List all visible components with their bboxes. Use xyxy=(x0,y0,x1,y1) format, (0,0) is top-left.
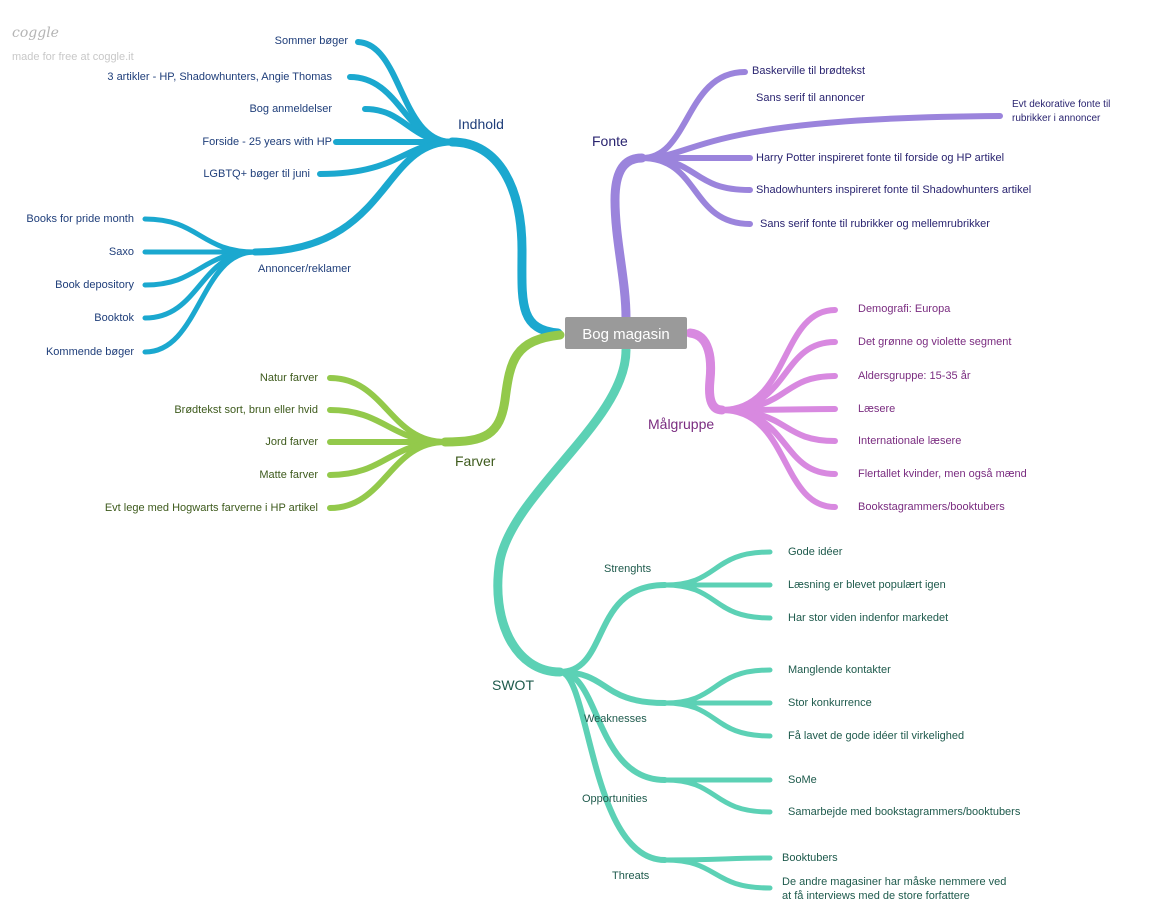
swot-connectors xyxy=(493,345,773,891)
swot-strengths-label: Strenghts xyxy=(604,563,652,575)
annoncer-item-5: Kommende bøger xyxy=(46,346,134,358)
branch-farver: Farver xyxy=(455,453,496,469)
swot-opportunities-label: Opportunities xyxy=(582,793,648,805)
malgruppe-item-1: Demografi: Europa xyxy=(858,303,951,315)
malgruppe-item-5: Internationale læsere xyxy=(858,435,961,447)
fonte-item-3: Harry Potter inspireret fonte til forsid… xyxy=(756,152,1004,164)
swot-threats-label: Threats xyxy=(612,870,650,882)
indhold-item-4: Forside - 25 years with HP xyxy=(202,136,332,148)
malgruppe-item-7: Bookstagrammers/booktubers xyxy=(858,501,1005,513)
indhold-item-2: 3 artikler - HP, Shadowhunters, Angie Th… xyxy=(107,71,332,83)
farver-item-4: Matte farver xyxy=(259,469,318,481)
coggle-logo: coggle xyxy=(12,25,59,41)
fonte-item-2: Sans serif til annoncer xyxy=(756,92,865,104)
fonte-connectors xyxy=(610,69,1003,323)
branch-swot: SWOT xyxy=(492,677,534,693)
annoncer-item-3: Book depository xyxy=(55,279,134,291)
indhold-connectors xyxy=(142,39,563,355)
strengths-item-1: Gode idéer xyxy=(788,546,843,558)
opportunities-item-2: Samarbejde med bookstagrammers/booktuber… xyxy=(788,806,1021,818)
strengths-item-2: Læsning er blevet populært igen xyxy=(788,579,946,591)
annoncer-item-2: Saxo xyxy=(109,246,134,258)
indhold-item-1: Sommer bøger xyxy=(275,35,349,47)
malgruppe-item-3: Aldersgruppe: 15-35 år xyxy=(858,370,971,382)
indhold-item-3: Bog anmeldelser xyxy=(249,103,332,115)
branch-indhold: Indhold xyxy=(458,116,504,132)
strengths-item-3: Har stor viden indenfor markedet xyxy=(788,612,948,624)
threats-item-1: Booktubers xyxy=(782,852,838,864)
threats-item-2-line-2: at få interviews med de store forfattere xyxy=(782,890,970,902)
fonte-item-1: Baskerville til brødtekst xyxy=(752,65,865,77)
center-label: Bog magasin xyxy=(582,326,670,343)
weaknesses-item-1: Manglende kontakter xyxy=(788,664,891,676)
weaknesses-item-2: Stor konkurrence xyxy=(788,697,872,709)
opportunities-item-1: SoMe xyxy=(788,774,817,786)
fonte-extra-line-1: Evt dekorative fonte til xyxy=(1012,99,1110,110)
fonte-item-5: Sans serif fonte til rubrikker og mellem… xyxy=(760,218,990,230)
branch-fonte: Fonte xyxy=(592,133,628,149)
malgruppe-item-4: Læsere xyxy=(858,403,895,415)
farver-item-3: Jord farver xyxy=(265,436,318,448)
farver-connectors xyxy=(327,330,565,511)
weaknesses-item-3: Få lavet de gode idéer til virkelighed xyxy=(788,730,964,742)
malgruppe-connectors xyxy=(685,307,838,510)
farver-item-2: Brødtekst sort, brun eller hvid xyxy=(174,404,318,416)
indhold-item-5: LGBTQ+ bøger til juni xyxy=(203,168,310,180)
center-node[interactable]: Bog magasin xyxy=(565,317,687,349)
branch-malgruppe: Målgruppe xyxy=(648,416,714,432)
farver-item-5: Evt lege med Hogwarts farverne i HP arti… xyxy=(105,502,318,514)
branch-annoncer: Annoncer/reklamer xyxy=(258,263,351,275)
farver-item-1: Natur farver xyxy=(260,372,318,384)
watermark-tagline: made for free at coggle.it xyxy=(12,51,134,63)
annoncer-item-1: Books for pride month xyxy=(26,213,134,225)
malgruppe-item-2: Det grønne og violette segment xyxy=(858,336,1011,348)
annoncer-item-4: Booktok xyxy=(94,312,134,324)
malgruppe-item-6: Flertallet kvinder, men også mænd xyxy=(858,468,1027,480)
fonte-item-4: Shadowhunters inspireret fonte til Shado… xyxy=(756,184,1031,196)
fonte-extra-line-2: rubrikker i annoncer xyxy=(1012,113,1101,124)
swot-weaknesses-label: Weaknesses xyxy=(584,713,647,725)
threats-item-2-line-1: De andre magasiner har måske nemmere ved xyxy=(782,876,1006,888)
